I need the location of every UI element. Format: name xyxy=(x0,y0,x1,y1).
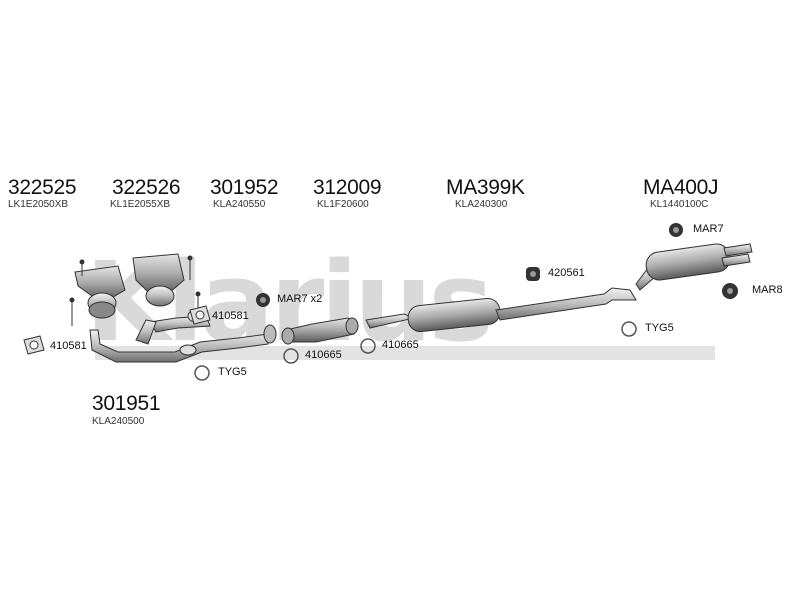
ring-tyg5-left-icon xyxy=(194,365,210,381)
group-code-MA400J: MA400J xyxy=(643,176,719,199)
part-label-tyg5-left: TYG5 xyxy=(218,366,247,378)
clamp-410665-b-icon xyxy=(360,338,376,354)
group-code-312009: 312009 xyxy=(313,176,382,199)
group-code-322526: 322526 xyxy=(112,176,181,199)
rubber-mount-mar7-x2-icon xyxy=(256,293,270,307)
part-label-mar8: MAR8 xyxy=(752,284,783,296)
catalyst-312009 xyxy=(281,317,359,345)
part-label-tyg5-right: TYG5 xyxy=(645,322,674,334)
rubber-420561-icon xyxy=(526,267,540,281)
group-code-322525: 322525 xyxy=(8,176,77,199)
gasket-410581-mid-icon xyxy=(189,305,211,325)
group-code-301952: 301952 xyxy=(210,176,279,199)
rubber-mar7-icon xyxy=(669,223,683,237)
part-label-mar7-x2: MAR7 x2 xyxy=(277,293,323,305)
part-label-gasket-mid: 410581 xyxy=(212,310,249,322)
rear-silencer-MA400J xyxy=(635,243,753,291)
group-ref-MA399K: KLA240300 xyxy=(455,199,508,210)
group-ref-301951: KLA240500 xyxy=(92,416,145,427)
part-label-mar7: MAR7 xyxy=(693,223,724,235)
group-ref-301952: KLA240550 xyxy=(213,199,266,210)
part-label-410665-b: 410665 xyxy=(382,339,419,351)
group-ref-312009: KL1F20600 xyxy=(317,199,369,210)
centre-silencer-MA399K xyxy=(365,287,637,333)
manifold-catalyst-322525 xyxy=(69,259,126,326)
gasket-410581-left-icon xyxy=(23,335,45,355)
rubber-mar8-icon xyxy=(722,283,738,299)
group-ref-322526: KL1E2055XB xyxy=(110,199,171,210)
group-ref-322525: LK1E2050XB xyxy=(8,199,69,210)
part-label-420561: 420561 xyxy=(548,267,585,279)
ring-tyg5-right-icon xyxy=(621,321,637,337)
part-label-410665-a: 410665 xyxy=(305,349,342,361)
manifold-catalyst-322526 xyxy=(132,253,201,312)
group-code-301951: 301951 xyxy=(92,392,161,415)
part-label-gasket-left: 410581 xyxy=(50,340,87,352)
group-ref-MA400J: KL1440100C xyxy=(650,199,709,210)
clamp-410665-a-icon xyxy=(283,348,299,364)
group-code-MA399K: MA399K xyxy=(446,176,525,199)
